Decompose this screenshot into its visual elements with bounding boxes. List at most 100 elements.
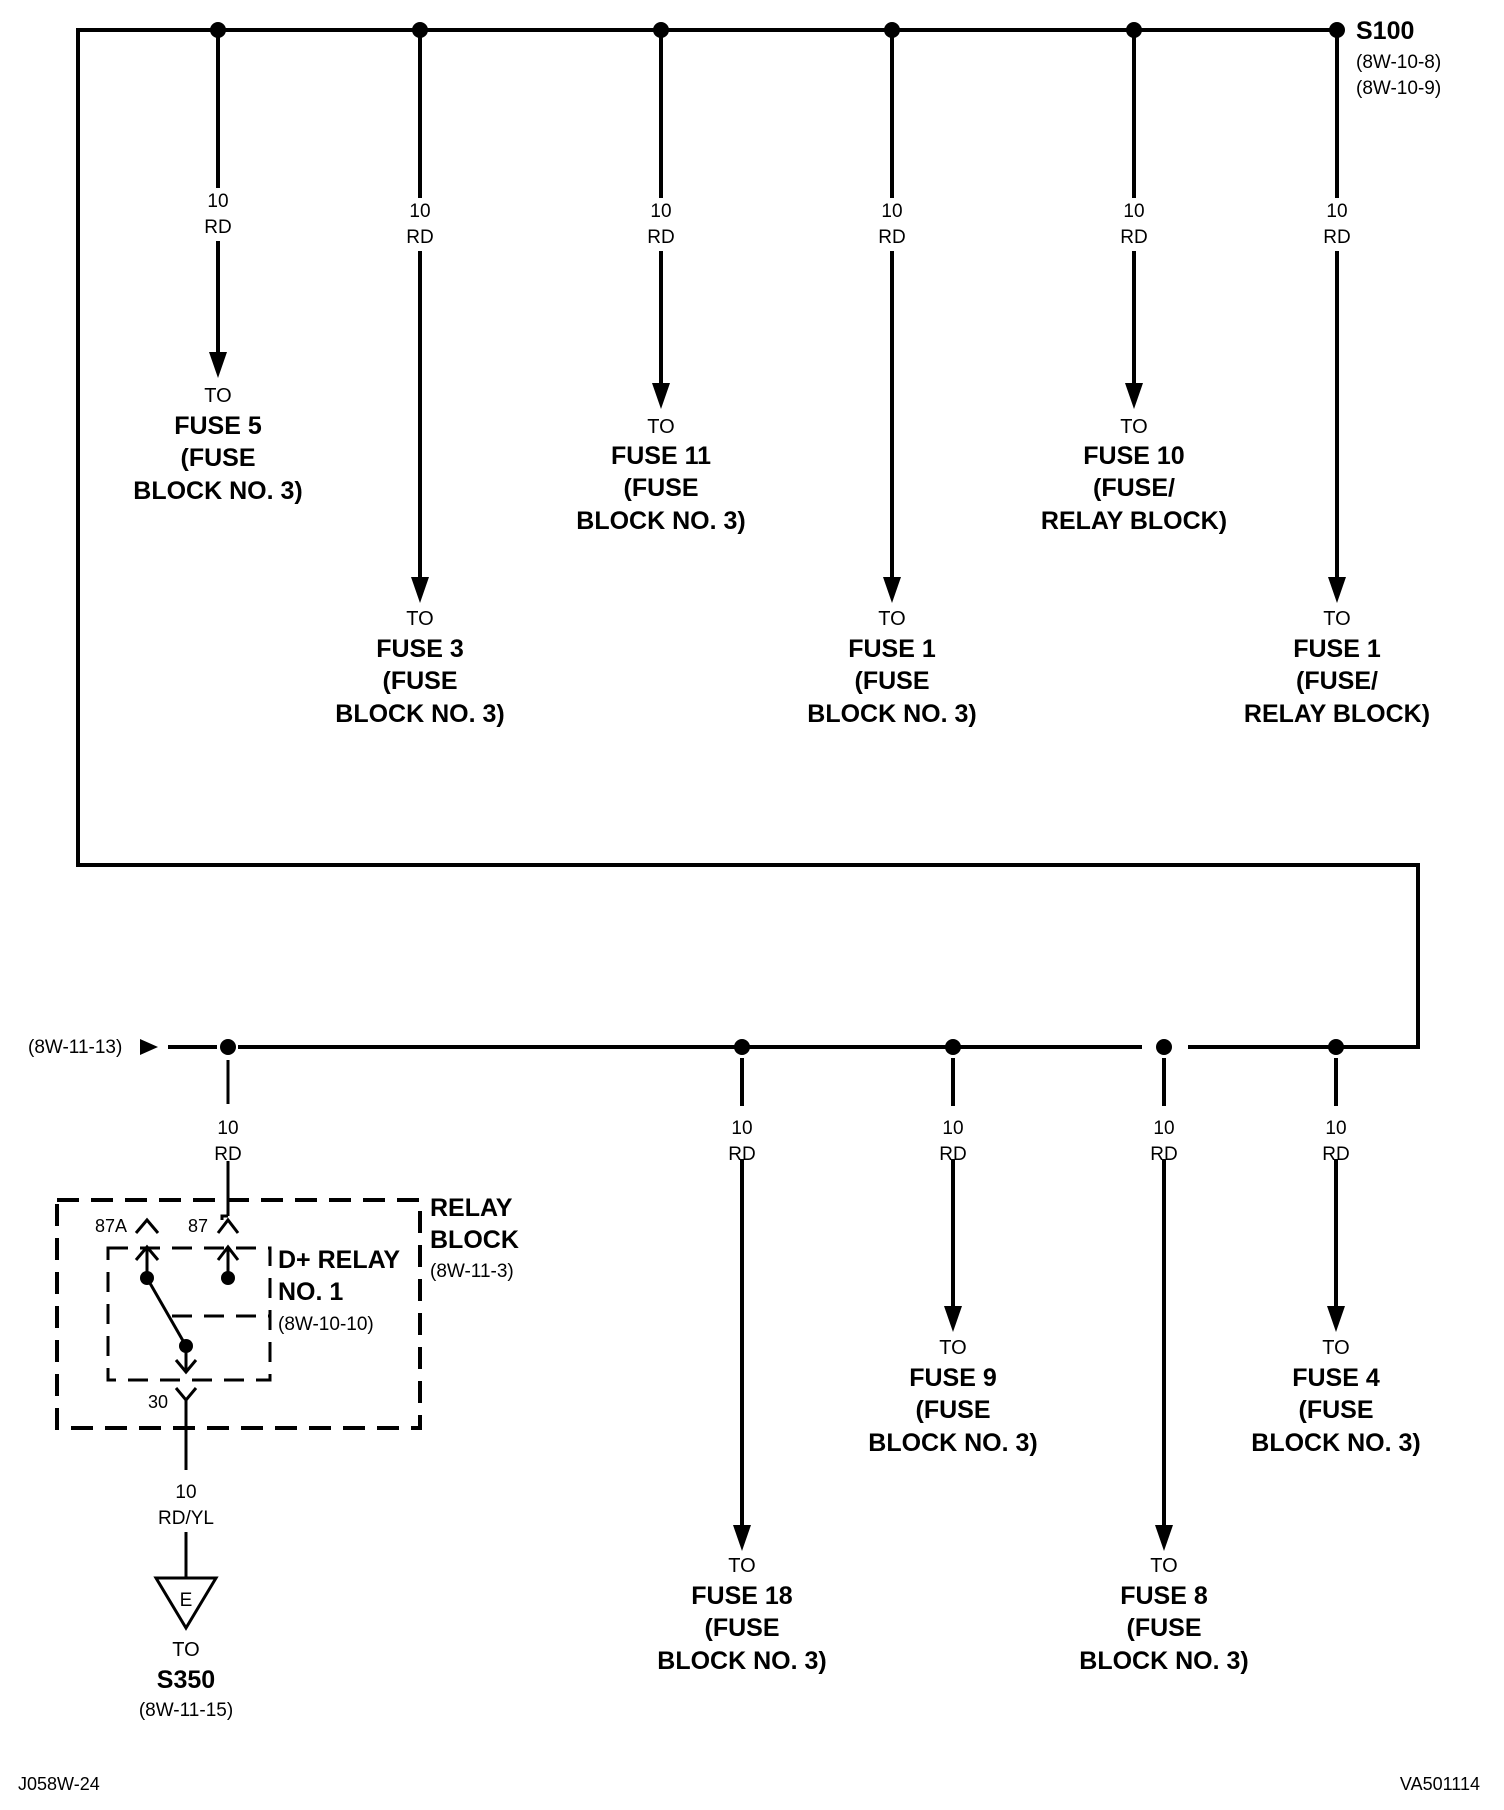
svg-text:FUSE 18: FUSE 18 <box>691 1582 793 1610</box>
svg-text:TO: TO <box>1323 608 1350 630</box>
svg-text:(FUSE: (FUSE <box>1127 1614 1202 1642</box>
connector-e-icon <box>153 1576 219 1631</box>
svg-text:(FUSE/: (FUSE/ <box>1093 474 1175 502</box>
terminal-87-icon <box>216 1217 240 1234</box>
svg-text:(FUSE: (FUSE <box>383 667 458 695</box>
svg-text:FUSE 9: FUSE 9 <box>909 1364 997 1392</box>
relay-switch-arm <box>145 1277 188 1347</box>
pin-87a-label: 87A <box>95 1216 127 1236</box>
arrow-down-icon <box>944 1306 962 1332</box>
svg-text:(FUSE: (FUSE <box>624 474 699 502</box>
svg-text:BLOCK NO. 3): BLOCK NO. 3) <box>868 1429 1037 1457</box>
arrow-down-icon <box>1125 383 1143 409</box>
svg-text:10: 10 <box>881 201 902 222</box>
relay-outline <box>106 1246 272 1382</box>
output-ref: (8W-11-15) <box>139 1700 233 1721</box>
main-bus-wire <box>76 28 1420 1049</box>
output-dest: S350 <box>157 1666 215 1694</box>
svg-text:RD: RD <box>1120 227 1147 248</box>
svg-text:TO: TO <box>406 608 433 630</box>
arrow-down-icon <box>883 577 901 603</box>
svg-text:RELAY BLOCK): RELAY BLOCK) <box>1244 700 1430 728</box>
svg-text:FUSE 1: FUSE 1 <box>1293 635 1381 663</box>
arrow-down-icon <box>411 577 429 603</box>
svg-text:10: 10 <box>1326 201 1347 222</box>
svg-text:FUSE 11: FUSE 11 <box>611 442 711 470</box>
svg-text:10: 10 <box>409 201 430 222</box>
top-branch-3: 10 RD TO FUSE 11 (FUSE BLOCK NO. 3) <box>576 22 746 535</box>
svg-text:BLOCK NO. 3): BLOCK NO. 3) <box>657 1647 826 1675</box>
svg-text:BLOCK NO. 3): BLOCK NO. 3) <box>1079 1647 1248 1675</box>
top-branch-6: 10 RD TO FUSE 1 (FUSE/ RELAY BLOCK) <box>1244 28 1430 728</box>
svg-text:FUSE 10: FUSE 10 <box>1083 442 1184 470</box>
svg-text:10: 10 <box>1153 1118 1174 1139</box>
svg-text:10: 10 <box>217 1118 238 1139</box>
arrow-down-icon <box>1327 1306 1345 1332</box>
bottom-branch-1: 10 RD TO FUSE 18 (FUSE BLOCK NO. 3) <box>657 1039 827 1675</box>
svg-text:RD: RD <box>214 1144 241 1165</box>
pin-87-label: 87 <box>188 1216 208 1236</box>
relay-output: 10 RD/YL E TO S350 (8W-11-15) <box>139 1482 233 1721</box>
relay-title-1: D+ RELAY <box>278 1246 400 1274</box>
splice-ref-2: (8W-10-9) <box>1356 78 1441 99</box>
svg-text:TO: TO <box>1322 1337 1349 1359</box>
svg-text:(FUSE: (FUSE <box>705 1614 780 1642</box>
relay-block-title-1: RELAY <box>430 1194 513 1222</box>
svg-text:TO: TO <box>647 416 674 438</box>
arrow-down-icon <box>652 383 670 409</box>
svg-text:TO: TO <box>939 1337 966 1359</box>
relay-block-title-2: BLOCK <box>430 1226 519 1254</box>
relay-block-ref: (8W-11-3) <box>430 1261 514 1282</box>
svg-text:RD: RD <box>1322 1144 1349 1165</box>
top-branch-1: 10 RD TO FUSE 5 (FUSE BLOCK NO. 3) <box>133 22 303 505</box>
svg-text:FUSE 3: FUSE 3 <box>376 635 464 663</box>
svg-text:BLOCK NO. 3): BLOCK NO. 3) <box>335 700 504 728</box>
svg-text:10: 10 <box>207 191 228 212</box>
arrow-down-icon <box>209 352 227 378</box>
svg-text:TO: TO <box>728 1555 755 1577</box>
bus-input-ref: (8W-11-13) <box>28 1037 122 1058</box>
relay-ref: (8W-10-10) <box>278 1314 374 1335</box>
top-branch-5: 10 RD TO FUSE 10 (FUSE/ RELAY BLOCK) <box>1041 22 1227 535</box>
relay-title-2: NO. 1 <box>278 1278 343 1306</box>
svg-text:10: 10 <box>731 1118 752 1139</box>
bottom-branch-3: 10 RD TO FUSE 8 (FUSE BLOCK NO. 3) <box>1079 1039 1249 1675</box>
svg-text:RD/YL: RD/YL <box>158 1508 214 1529</box>
bottom-branch-4: 10 RD TO FUSE 4 (FUSE BLOCK NO. 3) <box>1251 1039 1421 1457</box>
relay-feed-branch: 10 RD <box>214 1039 242 1220</box>
pin-30-label: 30 <box>148 1392 168 1412</box>
arrow-down-icon <box>1328 577 1346 603</box>
top-branch-2: 10 RD TO FUSE 3 (FUSE BLOCK NO. 3) <box>335 22 505 728</box>
svg-text:RELAY BLOCK): RELAY BLOCK) <box>1041 507 1227 535</box>
svg-text:BLOCK NO. 3): BLOCK NO. 3) <box>576 507 745 535</box>
svg-text:10: 10 <box>175 1482 196 1503</box>
terminal-87a-icon <box>134 1217 160 1234</box>
svg-text:(FUSE: (FUSE <box>1299 1396 1374 1424</box>
svg-text:BLOCK NO. 3): BLOCK NO. 3) <box>133 477 302 505</box>
relay-block-outline <box>55 1198 422 1430</box>
svg-text:10: 10 <box>1325 1118 1346 1139</box>
connector-label: E <box>180 1590 193 1611</box>
svg-text:TO: TO <box>204 385 231 407</box>
svg-text:RD: RD <box>204 217 231 238</box>
svg-text:FUSE 5: FUSE 5 <box>174 412 262 440</box>
arrow-down-icon <box>733 1525 751 1551</box>
footer-right-code: VA501114 <box>1400 1774 1480 1794</box>
svg-text:RD: RD <box>728 1144 755 1165</box>
d-plus-relay: 87A 87 30 D+ RELAY NO. 1 (8W-10-10) <box>95 1216 400 1470</box>
splice-ref-1: (8W-10-8) <box>1356 52 1441 73</box>
svg-text:BLOCK NO. 3): BLOCK NO. 3) <box>807 700 976 728</box>
svg-text:BLOCK NO. 3): BLOCK NO. 3) <box>1251 1429 1420 1457</box>
top-branch-4: 10 RD TO FUSE 1 (FUSE BLOCK NO. 3) <box>807 22 977 728</box>
svg-text:FUSE 1: FUSE 1 <box>848 635 936 663</box>
svg-text:RD: RD <box>1323 227 1350 248</box>
svg-text:RD: RD <box>878 227 905 248</box>
svg-text:(FUSE: (FUSE <box>855 667 930 695</box>
svg-text:RD: RD <box>647 227 674 248</box>
svg-text:TO: TO <box>1150 1555 1177 1577</box>
svg-text:TO: TO <box>172 1639 199 1661</box>
svg-text:(FUSE/: (FUSE/ <box>1296 667 1378 695</box>
svg-text:(FUSE: (FUSE <box>916 1396 991 1424</box>
splice-name: S100 <box>1356 17 1414 45</box>
